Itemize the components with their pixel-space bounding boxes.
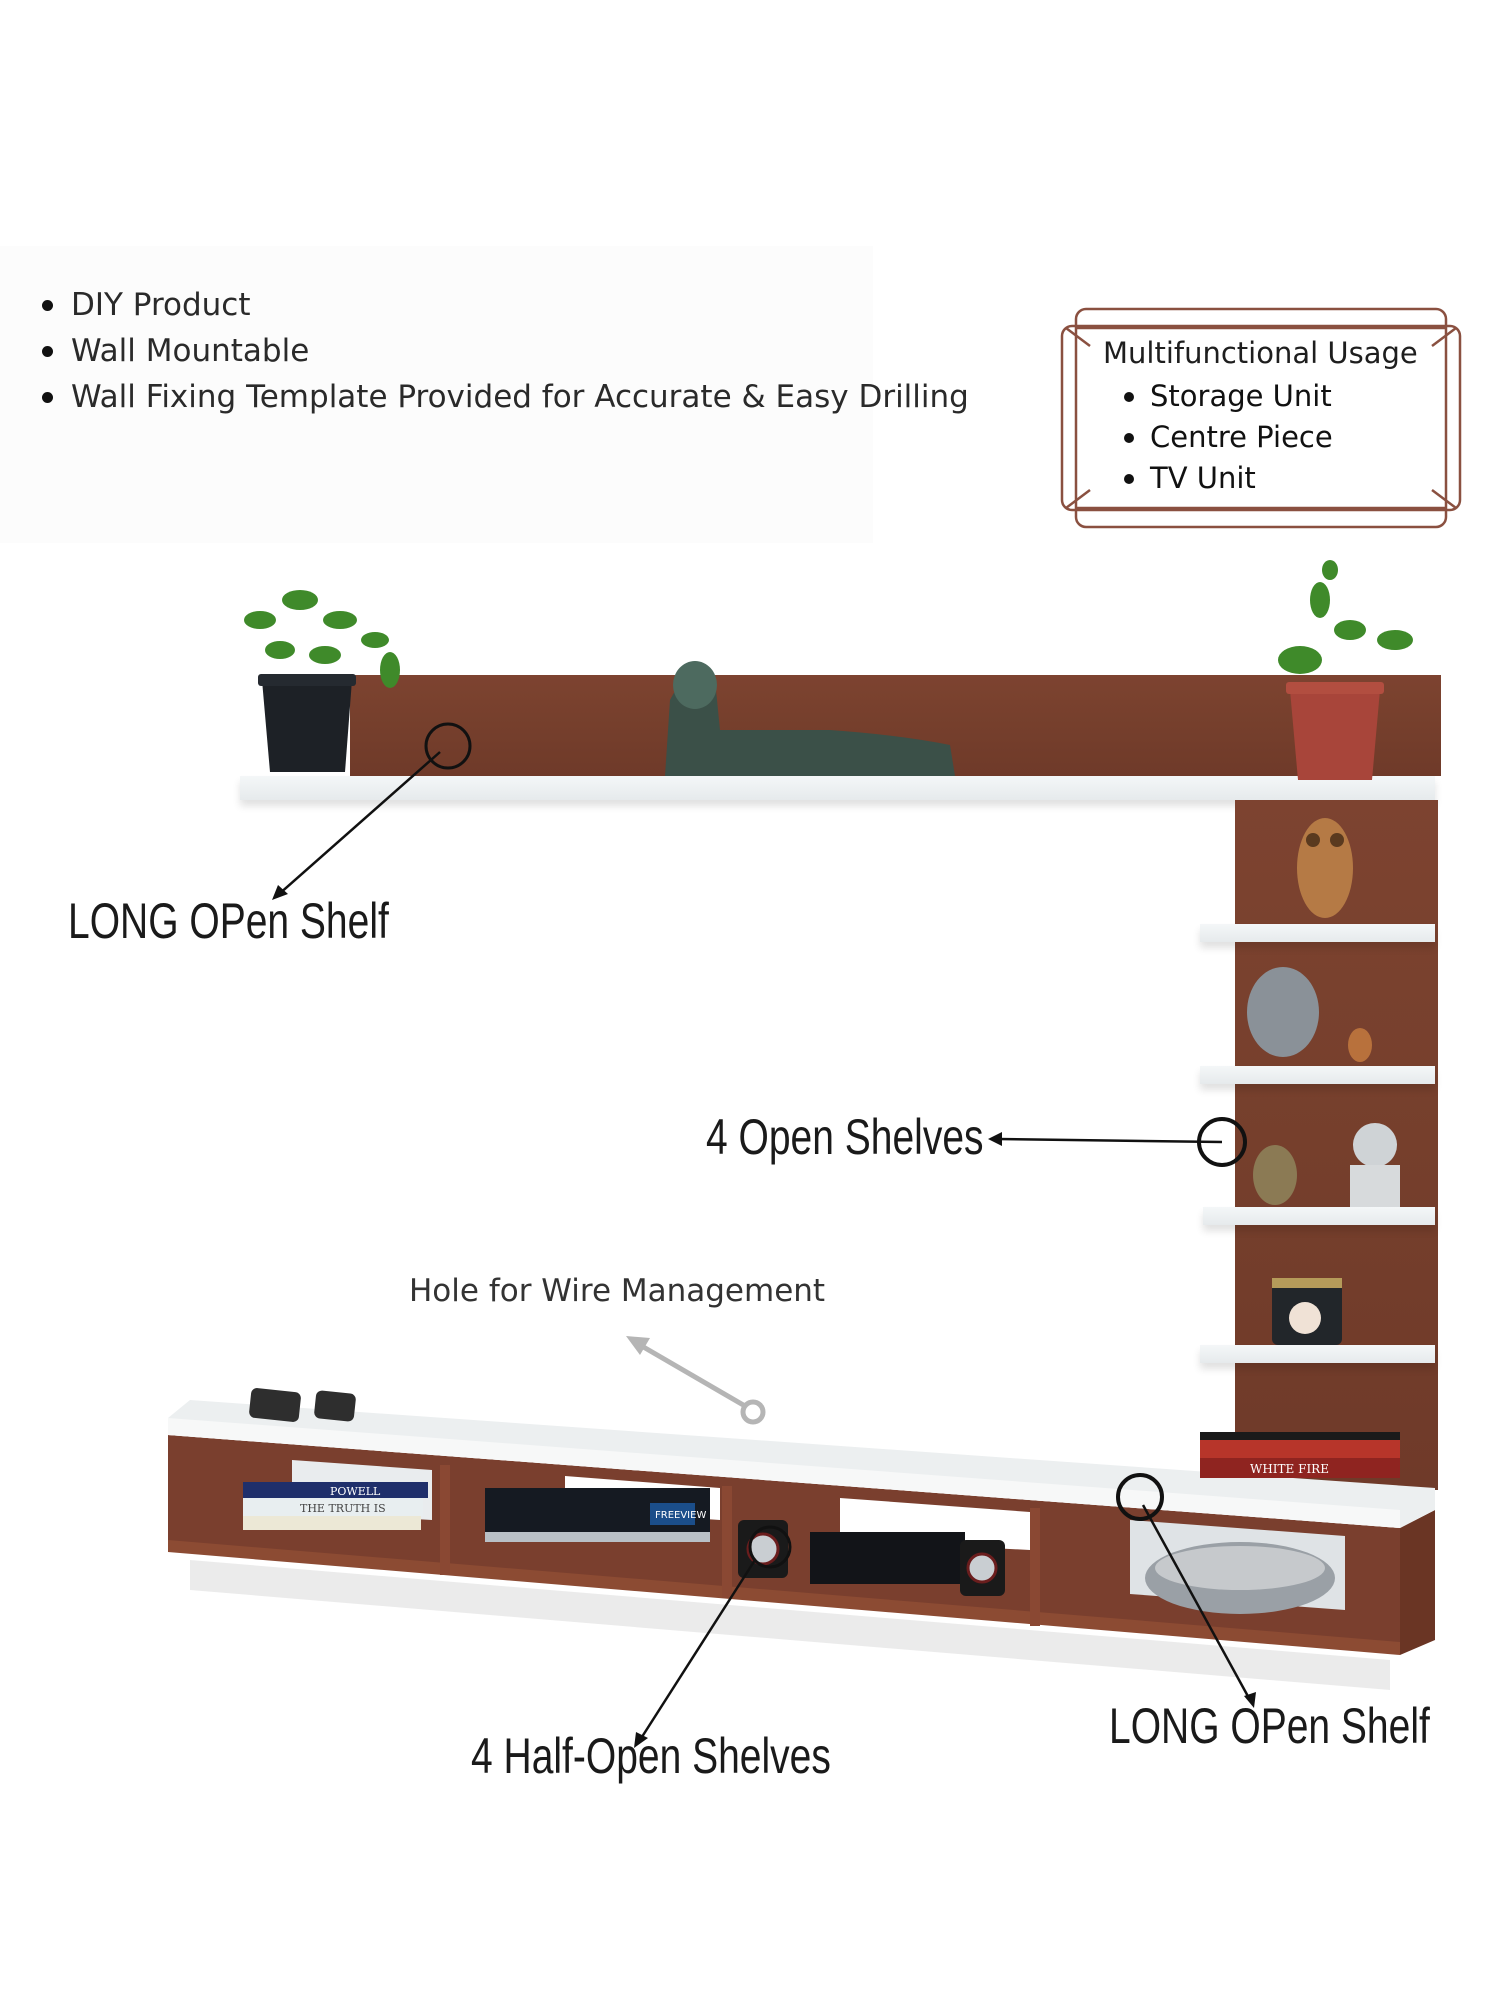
usage-item: Centre Piece — [1124, 417, 1333, 458]
scroll-frame-icon — [1060, 307, 1462, 529]
features-panel — [0, 246, 873, 543]
usage-item: TV Unit — [1124, 458, 1333, 499]
bullet-icon — [42, 345, 53, 357]
label-wire-hole: Hole for Wire Management — [409, 1273, 826, 1309]
feature-item: Wall Fixing Template Provided for Accura… — [42, 374, 969, 420]
label-half-open-shelves: 4 Half-Open Shelves — [471, 1728, 831, 1784]
open-shelf-2 — [1200, 1066, 1435, 1084]
features-list: DIY Product Wall Mountable Wall Fixing T… — [42, 282, 969, 420]
usage-item: Storage Unit — [1124, 376, 1333, 417]
bullet-icon — [1124, 473, 1134, 484]
bullet-icon — [1124, 391, 1134, 402]
label-open-shelves: 4 Open Shelves — [706, 1109, 984, 1165]
label-bottom-long-shelf: LONG OPen Shelf — [1109, 1698, 1430, 1754]
usage-list: Storage Unit Centre Piece TV Unit — [1124, 376, 1333, 499]
open-shelf-1 — [1200, 924, 1435, 942]
top-long-shelf — [240, 776, 1435, 800]
open-shelf-3 — [1203, 1207, 1435, 1225]
svg-text:FREEVIEW: FREEVIEW — [655, 1510, 706, 1521]
svg-text:POWELL: POWELL — [330, 1485, 381, 1498]
usage-box-frame — [1058, 306, 1464, 530]
usage-title: Multifunctional Usage — [1103, 336, 1418, 370]
svg-text:WHITE FIRE: WHITE FIRE — [1250, 1462, 1329, 1476]
label-top-long-shelf: LONG OPen Shelf — [68, 893, 389, 949]
svg-text:THE TRUTH IS: THE TRUTH IS — [300, 1502, 386, 1515]
feature-item: Wall Mountable — [42, 328, 969, 374]
open-shelf-4 — [1200, 1345, 1435, 1363]
feature-item: DIY Product — [42, 282, 969, 328]
bullet-icon — [42, 391, 53, 403]
bullet-icon — [1124, 432, 1134, 443]
vertical-column-panel — [1235, 800, 1438, 1490]
bullet-icon — [42, 299, 53, 311]
